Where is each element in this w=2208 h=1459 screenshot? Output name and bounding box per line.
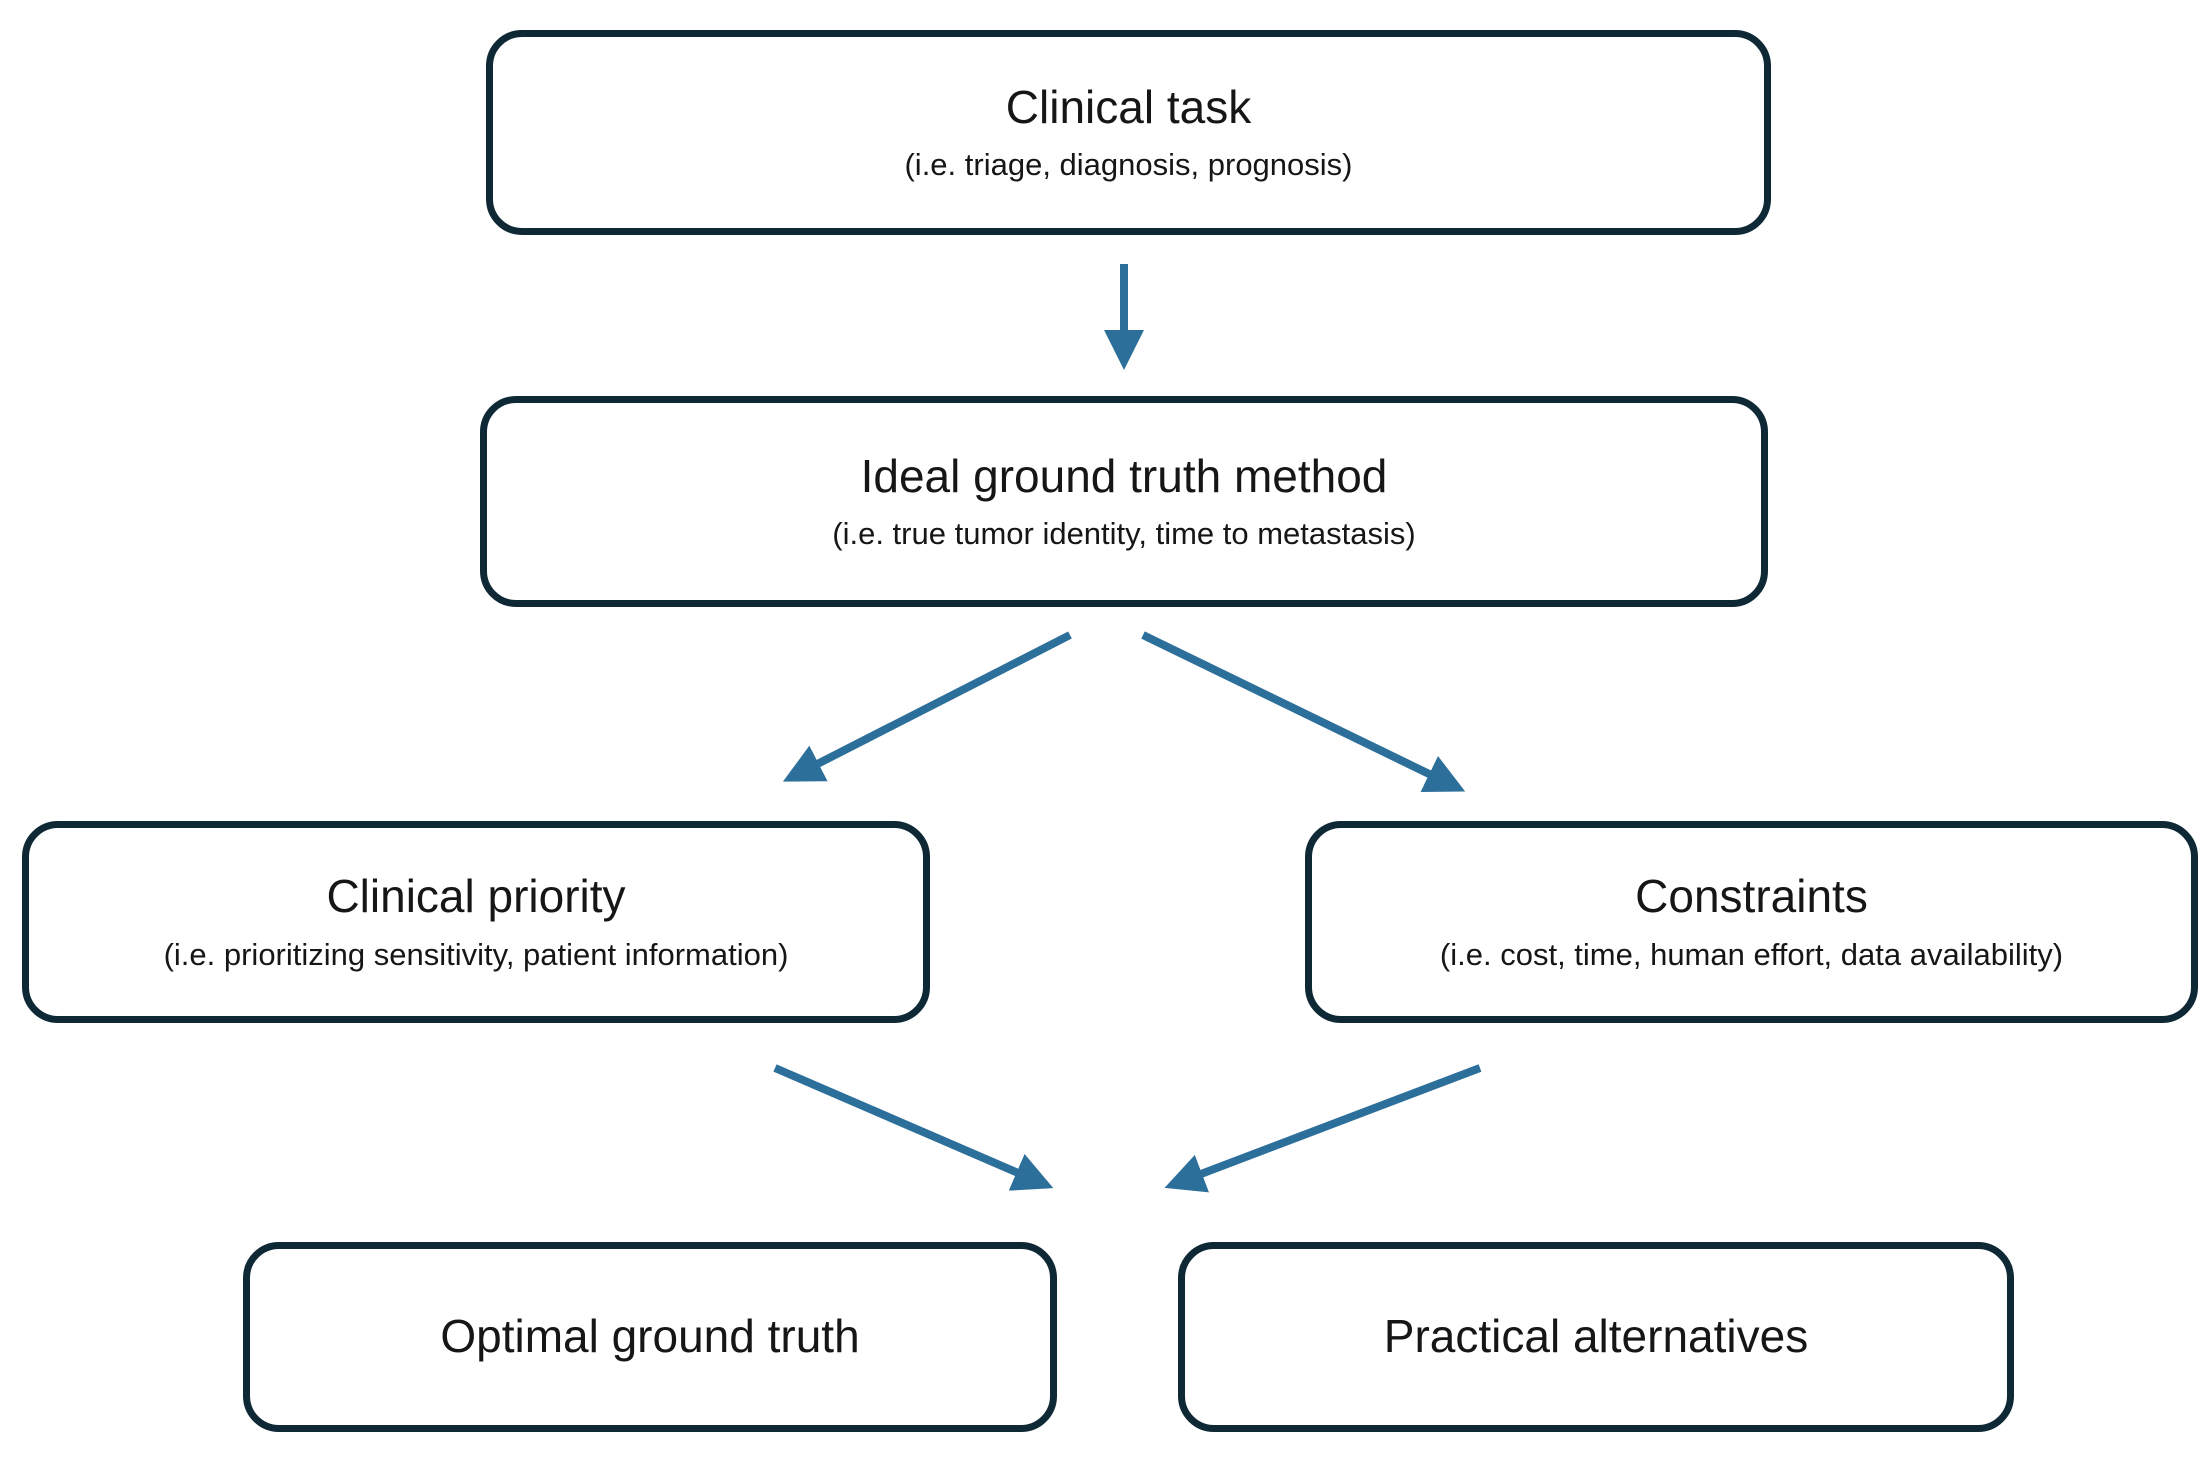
node-subtitle: (i.e. prioritizing sensitivity, patient … <box>163 936 789 972</box>
node-clinical-priority: Clinical priority (i.e. prioritizing sen… <box>22 821 930 1023</box>
node-title: Ideal ground truth method <box>860 449 1388 502</box>
arrow-ideal-to-constraints <box>1141 631 1466 793</box>
node-ideal-ground-truth-method: Ideal ground truth method (i.e. true tum… <box>480 396 1768 607</box>
node-title: Clinical task <box>1005 80 1252 133</box>
node-optimal-ground-truth: Optimal ground truth <box>243 1242 1057 1432</box>
arrow-constraints-to-bottom <box>1164 1064 1482 1193</box>
node-title: Optimal ground truth <box>440 1310 860 1363</box>
node-constraints: Constraints (i.e. cost, time, human effo… <box>1305 821 2198 1023</box>
node-subtitle: (i.e. cost, time, human effort, data ava… <box>1439 936 2064 972</box>
node-title: Constraints <box>1635 870 1868 923</box>
arrow-priority-to-bottom <box>773 1064 1054 1191</box>
node-practical-alternatives: Practical alternatives <box>1178 1242 2014 1432</box>
node-subtitle: (i.e. true tumor identity, time to metas… <box>832 516 1416 552</box>
node-subtitle: (i.e. triage, diagnosis, prognosis) <box>904 147 1353 183</box>
arrow-ideal-to-priority <box>782 631 1072 782</box>
node-title: Clinical priority <box>326 870 626 923</box>
node-title: Practical alternatives <box>1383 1310 1809 1363</box>
node-clinical-task: Clinical task (i.e. triage, diagnosis, p… <box>486 30 1771 235</box>
